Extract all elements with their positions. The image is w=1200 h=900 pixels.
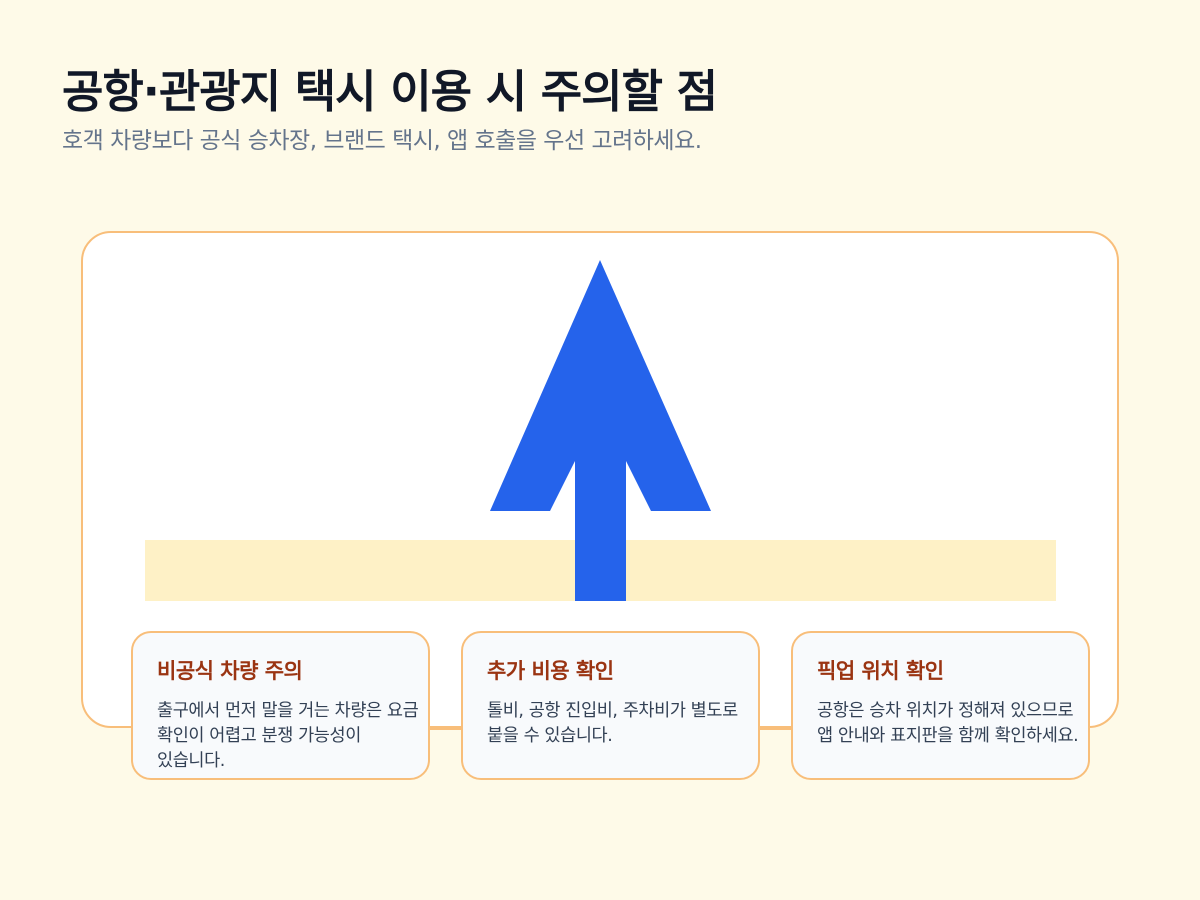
- page-subtitle: 호객 차량보다 공식 승차장, 브랜드 택시, 앱 호출을 우선 고려하세요.: [62, 128, 702, 154]
- card-pickup-location: 픽업 위치 확인 공항은 승차 위치가 정해져 있으므로 앱 안내와 표지판을 …: [791, 631, 1090, 780]
- card-title: 비공식 차량 주의: [157, 659, 303, 683]
- page-title: 공항·관광지 택시 이용 시 주의할 점: [62, 65, 718, 118]
- connector-line: [429, 728, 462, 730]
- card-unofficial-vehicle: 비공식 차량 주의 출구에서 먼저 말을 거는 차량은 요금 확인이 어렵고 분…: [131, 631, 430, 780]
- card-title: 추가 비용 확인: [487, 659, 614, 683]
- card-text: 톨비, 공항 진입비, 주차비가 별도로 붙을 수 있습니다.: [487, 701, 738, 746]
- card-text: 출구에서 먼저 말을 거는 차량은 요금 확인이 어렵고 분쟁 가능성이 있습니…: [157, 701, 419, 771]
- card-extra-cost: 추가 비용 확인 톨비, 공항 진입비, 주차비가 별도로 붙을 수 있습니다.: [461, 631, 760, 780]
- card-title: 픽업 위치 확인: [817, 659, 944, 683]
- card-text: 공항은 승차 위치가 정해져 있으므로 앱 안내와 표지판을 함께 확인하세요.: [817, 701, 1079, 746]
- connector-line: [759, 728, 792, 730]
